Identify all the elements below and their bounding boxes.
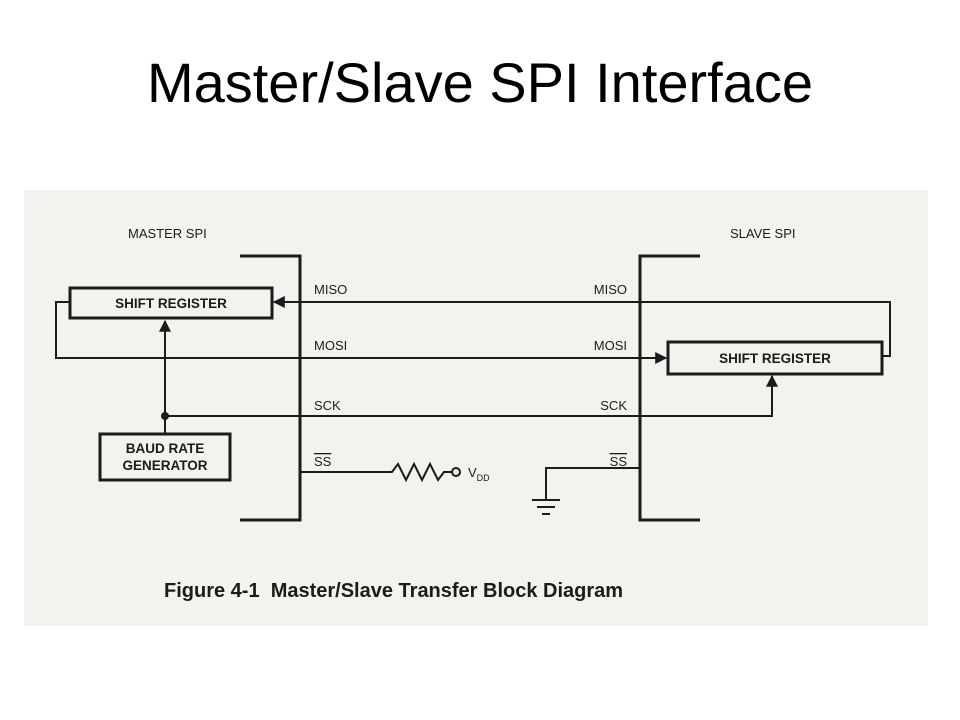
slave-mosi-label: MOSI xyxy=(594,338,627,353)
vdd-sub: DD xyxy=(477,473,490,483)
figure-caption: Figure 4-1 Master/Slave Transfer Block D… xyxy=(164,580,623,602)
slide-title: Master/Slave SPI Interface xyxy=(146,51,814,114)
sck-junction-dot xyxy=(161,412,169,420)
slave-miso-label: MISO xyxy=(594,282,627,297)
slave-boundary xyxy=(638,254,700,522)
master-boundary xyxy=(240,254,302,522)
diagram-scan: MASTER SPI SLAVE SPI SHIFT REGISTER SHIF… xyxy=(24,190,928,626)
slave-ss-label: SS xyxy=(610,454,628,469)
vdd-main: V xyxy=(468,465,477,480)
slave-sck-label: SCK xyxy=(600,398,627,413)
vdd-terminal xyxy=(451,467,461,477)
master-ss-label: SS xyxy=(314,454,332,469)
master-sck-label: SCK xyxy=(314,398,341,413)
master-shift-register-label: SHIFT REGISTER xyxy=(115,296,227,311)
spi-block-diagram: MASTER SPI SLAVE SPI SHIFT REGISTER SHIF… xyxy=(55,226,891,602)
mosi-wire xyxy=(55,301,668,364)
slave-shift-register xyxy=(666,340,884,376)
slave-ss-wire xyxy=(545,467,640,500)
vdd-label: VDD xyxy=(468,465,490,483)
master-shift-register xyxy=(68,286,274,320)
master-mosi-label: MOSI xyxy=(314,338,347,353)
slave-shift-register-label: SHIFT REGISTER xyxy=(719,351,831,366)
baud-rate-label-line1: BAUD RATE xyxy=(126,441,205,456)
master-spi-label: MASTER SPI xyxy=(128,226,207,241)
master-ss-wire xyxy=(300,461,452,483)
master-miso-label: MISO xyxy=(314,282,347,297)
miso-wire xyxy=(272,296,891,357)
slave-spi-label: SLAVE SPI xyxy=(730,226,796,241)
baud-rate-label-line2: GENERATOR xyxy=(122,458,207,473)
sck-wire xyxy=(165,374,778,417)
ground-symbol xyxy=(532,499,560,515)
